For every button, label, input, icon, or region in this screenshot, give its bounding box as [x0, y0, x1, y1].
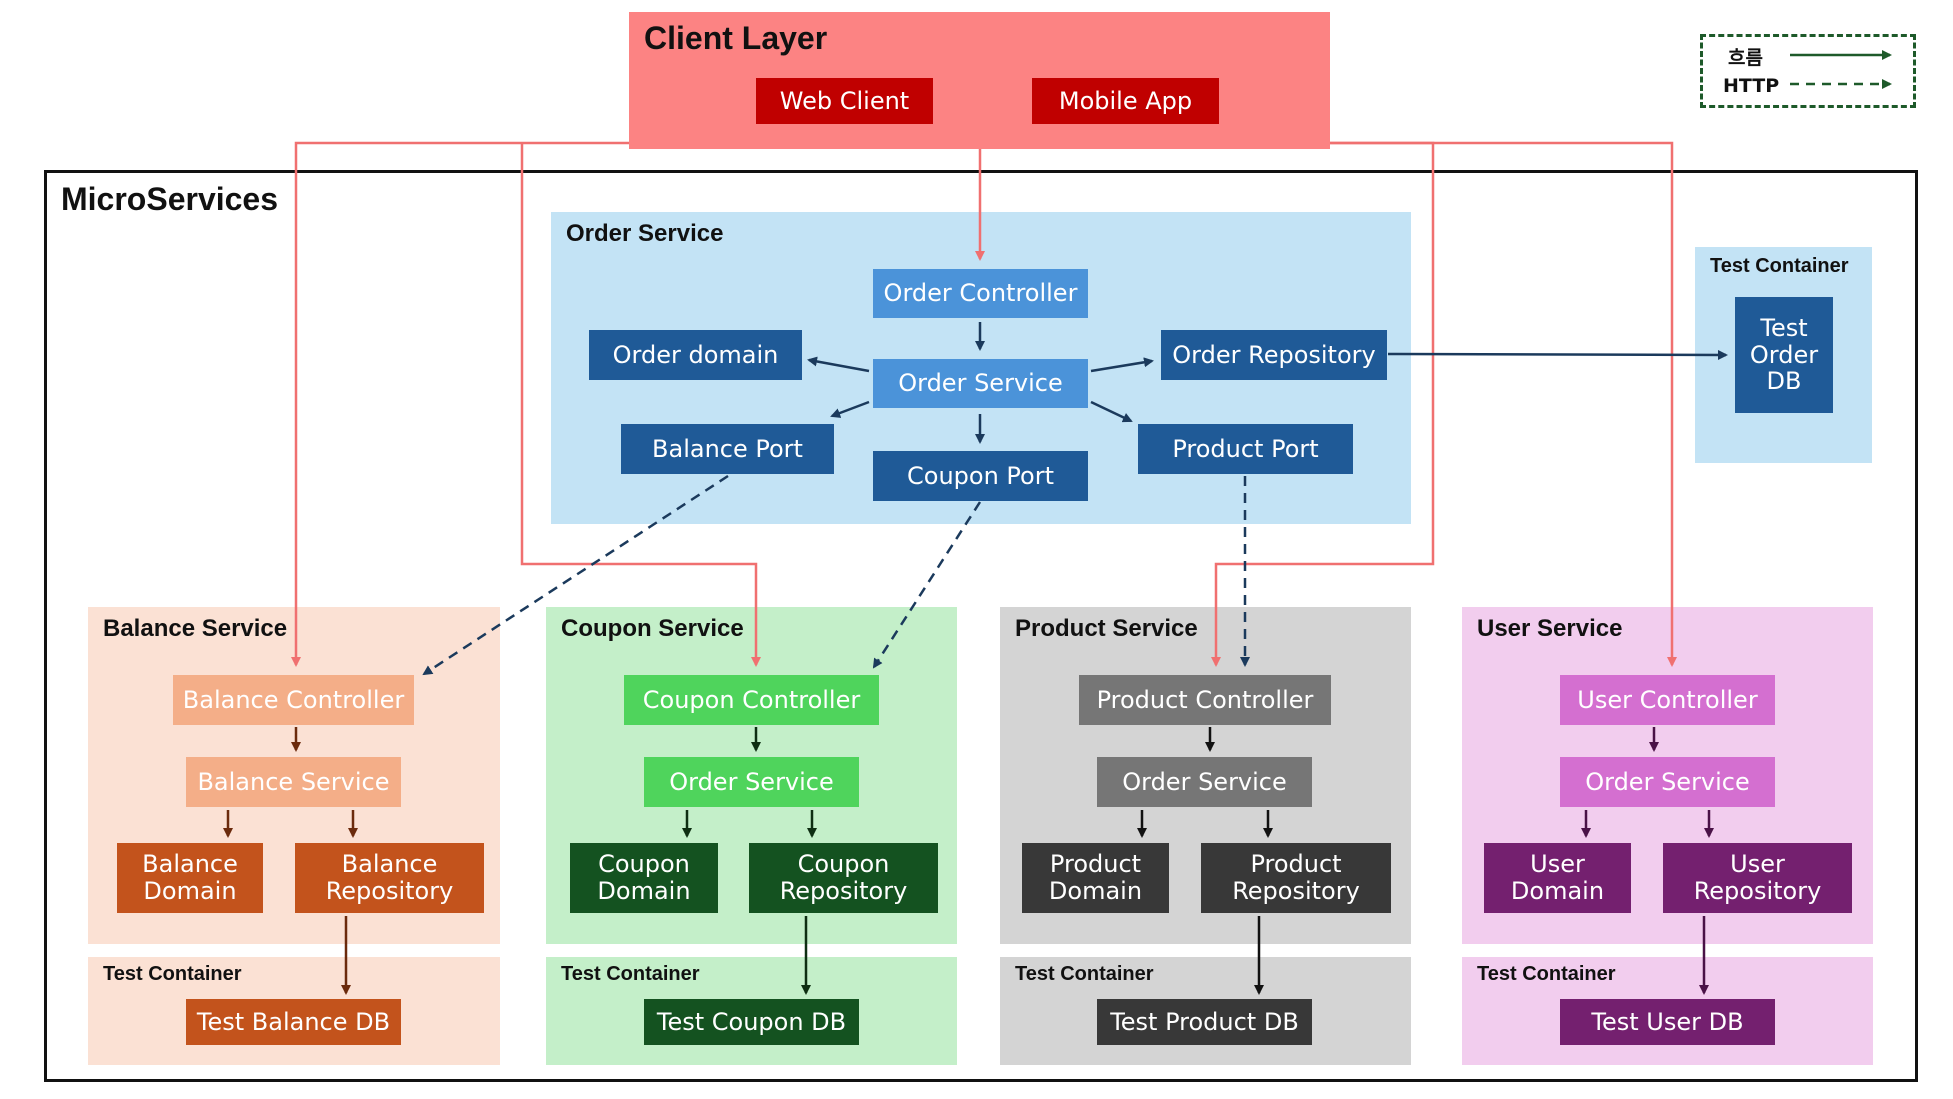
client-layer: Client Layer Web Client Mobile App — [629, 12, 1330, 149]
balance-port[interactable]: Balance Port — [621, 424, 834, 474]
balance-controller[interactable]: Balance Controller — [173, 675, 414, 725]
legend-http-label: HTTP — [1723, 75, 1780, 97]
balance-test-container-title: Test Container — [103, 963, 242, 985]
microservices-title: MicroServices — [61, 181, 279, 217]
coupon-controller[interactable]: Coupon Controller — [624, 675, 879, 725]
legend-flow-label: 흐름 — [1728, 47, 1763, 69]
user-order-service-node[interactable]: Order Service — [1560, 757, 1775, 807]
coupon-order-service-node[interactable]: Order Service — [644, 757, 859, 807]
user-domain[interactable]: User Domain — [1484, 843, 1631, 913]
test-user-db[interactable]: Test User DB — [1560, 999, 1775, 1045]
balance-domain[interactable]: Balance Domain — [117, 843, 263, 913]
product-port[interactable]: Product Port — [1138, 424, 1353, 474]
product-service-title: Product Service — [1015, 615, 1198, 642]
product-domain[interactable]: Product Domain — [1022, 843, 1169, 913]
order-controller[interactable]: Order Controller — [873, 269, 1088, 318]
balance-service-title: Balance Service — [103, 615, 288, 642]
balance-repository[interactable]: Balance Repository — [295, 843, 484, 913]
order-test-container-title: Test Container — [1710, 255, 1849, 277]
order-service-title: Order Service — [566, 220, 724, 247]
mobile-app-button[interactable]: Mobile App — [1032, 78, 1219, 124]
test-order-db[interactable]: Test Order DB — [1735, 297, 1833, 413]
user-repository[interactable]: User Repository — [1663, 843, 1852, 913]
order-service-node[interactable]: Order Service — [873, 359, 1088, 408]
order-repository[interactable]: Order Repository — [1161, 330, 1387, 380]
balance-service-node[interactable]: Balance Service — [186, 757, 401, 807]
product-test-container-title: Test Container — [1015, 963, 1154, 985]
coupon-domain[interactable]: Coupon Domain — [570, 843, 718, 913]
coupon-repository[interactable]: Coupon Repository — [749, 843, 938, 913]
coupon-test-container-title: Test Container — [561, 963, 700, 985]
product-order-service-node[interactable]: Order Service — [1097, 757, 1312, 807]
test-coupon-db[interactable]: Test Coupon DB — [644, 999, 859, 1045]
user-test-container-title: Test Container — [1477, 963, 1616, 985]
product-repository[interactable]: Product Repository — [1201, 843, 1391, 913]
web-client-button[interactable]: Web Client — [756, 78, 933, 124]
balance-test-container: Test Container — [88, 957, 500, 1065]
client-layer-title: Client Layer — [644, 20, 828, 56]
test-product-db[interactable]: Test Product DB — [1097, 999, 1312, 1045]
order-domain[interactable]: Order domain — [589, 330, 802, 380]
user-service-title: User Service — [1477, 615, 1623, 642]
test-balance-db[interactable]: Test Balance DB — [186, 999, 401, 1045]
product-controller[interactable]: Product Controller — [1079, 675, 1331, 725]
coupon-port[interactable]: Coupon Port — [873, 451, 1088, 501]
user-controller[interactable]: User Controller — [1560, 675, 1775, 725]
coupon-service-title: Coupon Service — [561, 615, 744, 642]
legend: 흐름 HTTP — [1700, 34, 1916, 108]
